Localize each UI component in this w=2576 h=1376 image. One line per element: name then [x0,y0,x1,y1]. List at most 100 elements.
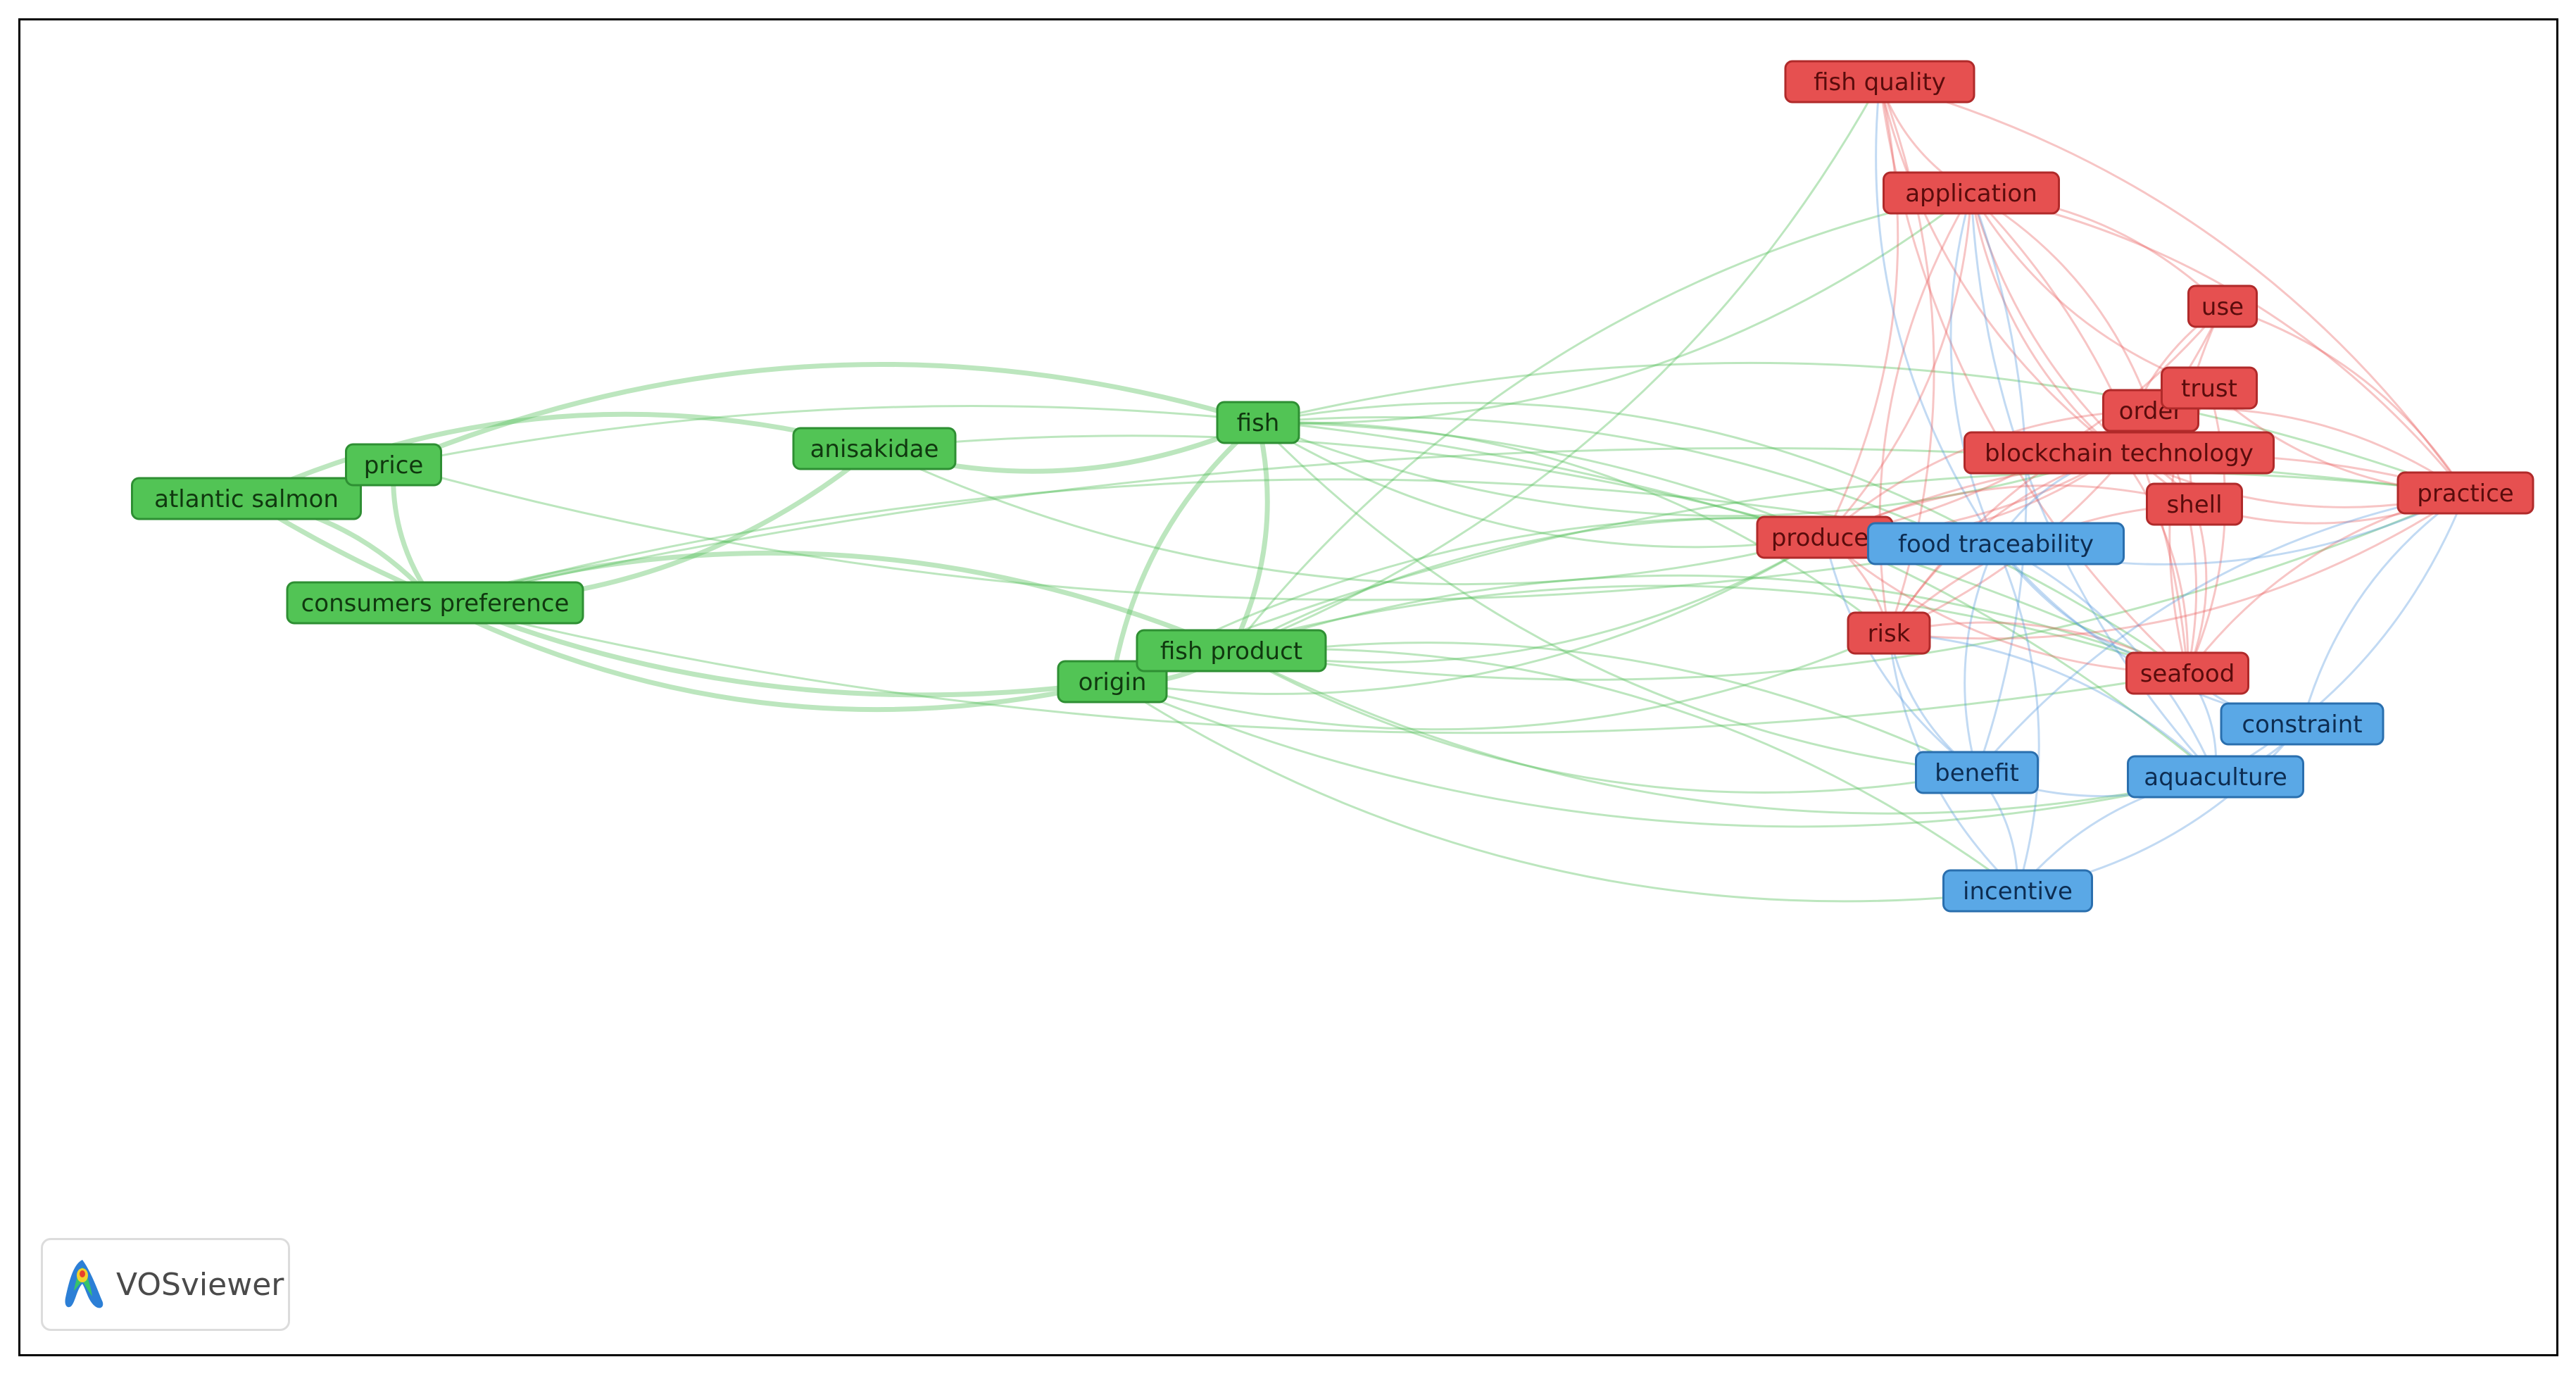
link-application-benefit [1970,192,2028,773]
link-fish_quality-practice [1879,80,2467,494]
link-fish-blockchain_technology [1257,421,2120,518]
node-risk[interactable]: risk [1847,611,1931,655]
link-fish-aquaculture [1257,421,2216,778]
node-aquaculture[interactable]: aquaculture [2127,755,2304,799]
link-fish_product-application [1230,192,1972,651]
link-fish_product-incentive [1231,648,2018,892]
link-fish-producer [1257,421,1826,549]
link-producer-benefit [1823,537,1978,774]
node-food-traceability[interactable]: food traceability [1867,522,2125,565]
node-application[interactable]: application [1883,171,2060,215]
link-application-risk [1878,192,1973,634]
node-box [345,443,442,487]
link-practice-aquaculture [2215,492,2467,778]
link-atlantic_salmon-anisakidae [245,411,875,501]
node-label: application [1905,180,2037,208]
node-atlantic-salmon[interactable]: atlantic salmon [131,477,362,520]
link-trust-seafood [2186,387,2227,674]
node-box [1784,60,1975,104]
node-label: incentive [1963,877,2073,906]
node-box [1136,629,1327,673]
node-fish-quality[interactable]: fish quality [1784,60,1975,104]
node-label: food traceability [1898,530,2094,558]
link-consumers_preference-food_traceability [434,478,1997,604]
link-application-blockchain_technology [1970,192,2120,454]
node-label: blockchain technology [1985,439,2254,468]
link-price-producer [393,405,1826,539]
node-label: price [364,451,424,480]
node-label: seafood [2140,660,2235,688]
node-box [1057,660,1168,703]
node-label: constraint [2242,711,2362,739]
link-atlantic_salmon-origin [245,496,1113,698]
node-blockchain-technology[interactable]: blockchain technology [1964,431,2275,475]
node-label: origin [1079,668,1147,696]
node-box [1216,401,1300,444]
node-label: risk [1868,620,1911,648]
node-box [2146,482,2243,526]
link-fish_quality-blockchain_technology [1878,81,2120,454]
node-box [2396,471,2534,515]
node-consumers-preference[interactable]: consumers preference [286,581,584,625]
node-box [131,477,362,520]
link-origin-incentive [1112,680,2018,903]
node-trust[interactable]: trust [2161,366,2258,410]
link-application-producer [1823,192,1973,539]
link-use-practice [2222,305,2467,494]
link-fish-application [1257,192,1972,425]
node-origin[interactable]: origin [1057,660,1168,703]
link-practice-benefit [1975,492,2466,773]
node-practice[interactable]: practice [2396,471,2534,515]
link-fish-practice [1257,361,2466,494]
node-benefit[interactable]: benefit [1915,751,2039,794]
node-constraint[interactable]: constraint [2220,702,2385,746]
node-box [1942,869,2093,913]
link-risk-aquaculture [1888,632,2217,778]
link-fish-risk [1257,421,1890,634]
node-box [1915,751,2039,794]
node-shell[interactable]: shell [2146,482,2243,526]
node-label: trust [2181,375,2237,403]
node-label: fish [1237,409,1280,437]
link-origin-practice [1112,470,2466,683]
link-fish-food_traceability [1257,401,1997,545]
link-consumers_preference-origin [434,600,1113,713]
link-fish-benefit [1257,421,1978,774]
link-food_traceability-aquaculture [1995,542,2217,777]
link-anisakidae-consumers_preference [434,446,877,606]
node-box [2220,702,2385,746]
node-label: aquaculture [2144,763,2287,792]
node-label: benefit [1935,759,2019,787]
node-label: fish product [1160,637,1302,665]
node-incentive[interactable]: incentive [1942,869,2093,913]
node-anisakidae[interactable]: anisakidae [792,427,957,470]
node-price[interactable]: price [345,443,442,487]
node-label: fish quality [1814,68,1946,96]
link-blockchain_technology-seafood [2118,452,2189,674]
node-box [2127,755,2304,799]
link-practice-risk [1888,492,2466,640]
node-label: atlantic salmon [154,485,339,513]
link-origin-aquaculture [1112,680,2216,828]
node-box [1847,611,1931,655]
link-origin-risk [1112,632,1890,731]
link-fish-seafood [1257,416,2188,675]
node-use[interactable]: use [2187,284,2258,328]
node-fish-product[interactable]: fish product [1136,629,1327,673]
link-consumers_preference-fish_product [434,550,1233,653]
link-food_traceability-incentive [1994,543,2040,892]
node-box [1964,431,2275,475]
link-fish_product-seafood [1231,574,2188,675]
link-anisakidae-producer [874,447,1826,586]
node-layer: fish qualityapplicationuseordertrustbloc… [131,60,2534,913]
node-fish[interactable]: fish [1216,401,1300,444]
link-fish_quality-producer [1823,81,1899,538]
node-label: anisakidae [810,435,939,463]
node-box [1883,171,2060,215]
node-seafood[interactable]: seafood [2125,651,2249,695]
node-box [286,581,584,625]
link-fish_product-aquaculture [1231,649,2216,815]
vosviewer-logo: VOSviewer [41,1238,290,1331]
link-anisakidae-seafood [874,434,2188,675]
